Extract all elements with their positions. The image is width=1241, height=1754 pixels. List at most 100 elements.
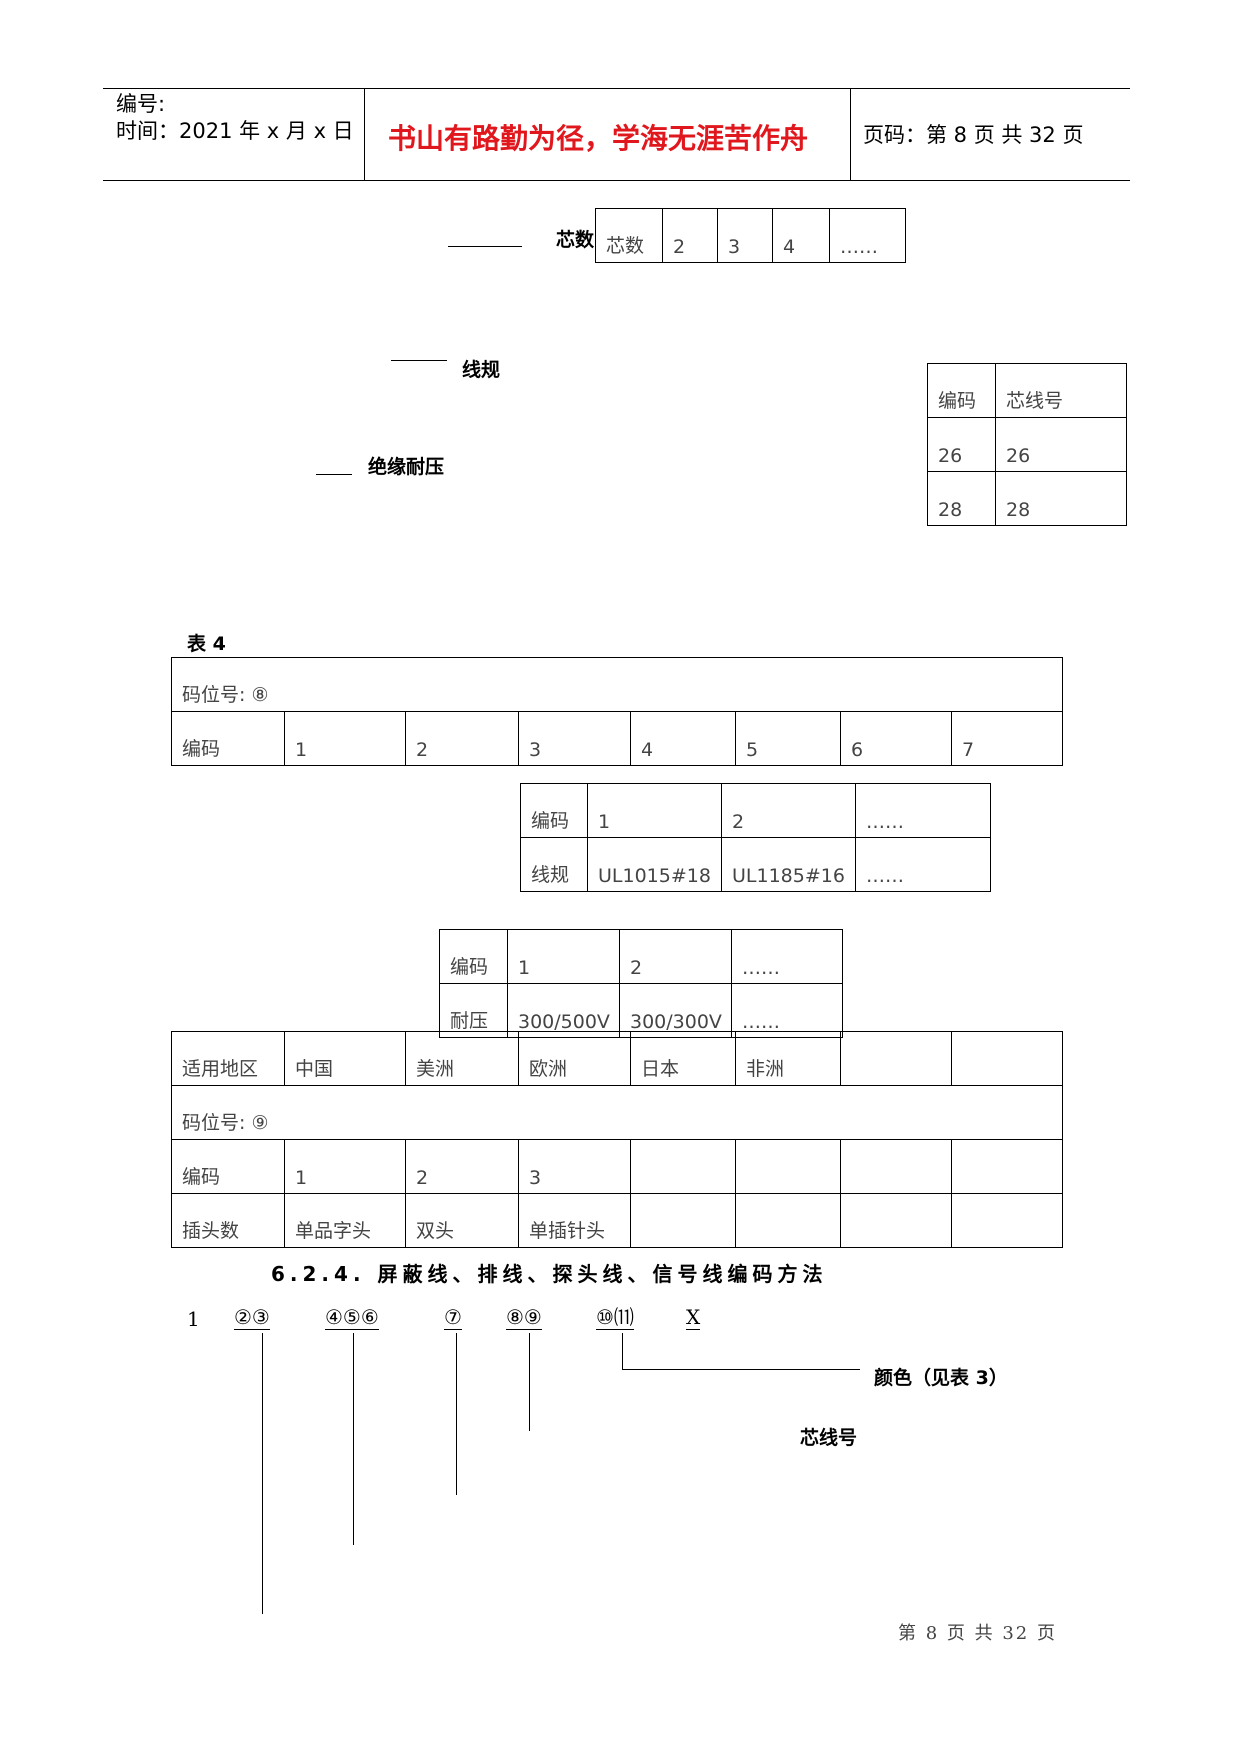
cell <box>840 1193 952 1248</box>
header-core-number: 芯线号 <box>995 363 1127 418</box>
cell-core-3: 3 <box>717 208 773 263</box>
leader-line-4 <box>529 1333 530 1431</box>
cell: 300/500V <box>507 983 620 1038</box>
cell <box>630 1139 736 1194</box>
cell: …… <box>855 837 991 892</box>
region-table: 适用地区 中国 美洲 欧洲 日本 非洲 码位号: ⑨ 编码 1 2 3 插头数 … <box>171 1031 1063 1248</box>
cell: …… <box>731 983 843 1038</box>
leader-line-3 <box>456 1333 457 1495</box>
table-row: 编码 1 2 3 <box>171 1139 1063 1194</box>
color-label: 颜色（见表 3） <box>874 1367 1008 1389</box>
cell: 适用地区 <box>171 1031 285 1086</box>
cell: 耐压 <box>439 983 508 1038</box>
header-bottom-rule <box>103 180 1130 181</box>
time-label: 时间：2021 年 x 月 x 日 <box>116 119 354 143</box>
voltage-table: 编码 1 2 …… 耐压 300/500V 300/300V …… <box>439 929 843 1038</box>
table-row: 28 28 <box>927 471 1127 526</box>
cell: 编码 <box>520 783 588 838</box>
cell: 编码 <box>171 711 285 766</box>
cell: 26 <box>927 417 996 472</box>
code-group-2: ④⑤⑥ <box>325 1305 379 1330</box>
table4: 码位号: ⑧ 编码 1 2 3 4 5 6 7 <box>170 657 1064 766</box>
cell: 3 <box>518 1139 631 1194</box>
table-row: 编码 1 2 …… <box>439 929 843 984</box>
leader-line-5 <box>622 1333 623 1369</box>
cell: 2 <box>721 783 856 838</box>
header-code: 编码 <box>927 363 996 418</box>
cell: …… <box>731 929 843 984</box>
footer-page-number: 第 8 页 共 32 页 <box>898 1623 1057 1644</box>
table-row: 编码 1 2 3 4 5 6 7 <box>171 711 1064 766</box>
table-row: 适用地区 中国 美洲 欧洲 日本 非洲 <box>171 1031 1063 1086</box>
insulation-label: 绝缘耐压 <box>368 456 445 478</box>
serial-label: 编号: <box>116 92 166 116</box>
cell: UL1015#18 <box>587 837 722 892</box>
code-group-6: X <box>686 1305 701 1330</box>
cell: 日本 <box>630 1031 736 1086</box>
table-row: 编码 1 2 …… <box>520 783 991 838</box>
cell: 28 <box>927 471 996 526</box>
core-count-leader <box>448 246 522 247</box>
cell: 单品字头 <box>284 1193 406 1248</box>
cell: 7 <box>950 711 1064 766</box>
motto: 书山有路勤为径，学海无涯苦作舟 <box>388 122 809 155</box>
section-heading: 6.2.4. 屏蔽线、排线、探头线、信号线编码方法 <box>271 1262 828 1286</box>
cell <box>630 1193 736 1248</box>
cell <box>735 1193 841 1248</box>
gauge-table: 编码 1 2 …… 线规 UL1015#18 UL1185#16 …… <box>520 783 991 892</box>
cell: 28 <box>995 471 1127 526</box>
cell: 编码 <box>439 929 508 984</box>
header-top-rule <box>103 88 1130 89</box>
cell: 单插针头 <box>518 1193 631 1248</box>
table-row: 码位号: ⑨ <box>171 1085 1063 1140</box>
wire-gauge-leader <box>391 360 447 361</box>
cell: 1 <box>284 1139 406 1194</box>
cell: 编码 <box>171 1139 285 1194</box>
cell <box>951 1139 1063 1194</box>
cell: 欧洲 <box>518 1031 631 1086</box>
cell: 线规 <box>520 837 588 892</box>
table-row: 26 26 <box>927 417 1127 472</box>
table-row: 编码 芯线号 <box>927 363 1127 418</box>
table4-title: 表 4 <box>187 633 226 655</box>
cell: 4 <box>630 711 736 766</box>
position-row: 码位号: ⑨ <box>171 1085 1063 1140</box>
cell: 非洲 <box>735 1031 841 1086</box>
cell: 美洲 <box>405 1031 519 1086</box>
table-row: 码位号: ⑧ <box>170 657 1064 712</box>
cell: 26 <box>995 417 1127 472</box>
leader-line-2 <box>353 1333 354 1545</box>
insulation-leader <box>316 474 352 475</box>
position-row: 码位号: ⑧ <box>170 657 1064 712</box>
code-group-5: ⑩⑾ <box>596 1305 634 1330</box>
code-group-1: ②③ <box>234 1305 270 1330</box>
cell <box>840 1031 952 1086</box>
cell: 300/300V <box>619 983 732 1038</box>
cell: 5 <box>735 711 841 766</box>
cell: 3 <box>518 711 631 766</box>
header-divider-right <box>850 88 851 180</box>
cell <box>840 1139 952 1194</box>
core-count-label: 芯数 <box>556 229 595 251</box>
table-row: 插头数 单品字头 双头 单插针头 <box>171 1193 1063 1248</box>
cell: 中国 <box>284 1031 406 1086</box>
cell: UL1185#16 <box>721 837 856 892</box>
cell: 2 <box>405 711 519 766</box>
cell: 2 <box>619 929 732 984</box>
page-indicator: 页码：第 8 页 共 32 页 <box>863 123 1084 147</box>
cell: …… <box>855 783 991 838</box>
leader-line-5-horizontal <box>622 1369 860 1370</box>
code-group-4: ⑧⑨ <box>506 1305 542 1330</box>
cell <box>735 1139 841 1194</box>
core-number-label: 芯线号 <box>800 1427 858 1449</box>
cell: 1 <box>507 929 620 984</box>
cell-core-ellipsis: …… <box>829 208 906 263</box>
header-divider-left <box>364 88 365 180</box>
code-lead: 1 <box>187 1307 200 1331</box>
table-row: 耐压 300/500V 300/300V …… <box>439 983 843 1038</box>
table-row: 芯数 2 3 4 …… <box>595 208 906 263</box>
cell: 2 <box>405 1139 519 1194</box>
wire-gauge-label: 线规 <box>462 359 501 381</box>
cell: 6 <box>840 711 952 766</box>
cell: 插头数 <box>171 1193 285 1248</box>
